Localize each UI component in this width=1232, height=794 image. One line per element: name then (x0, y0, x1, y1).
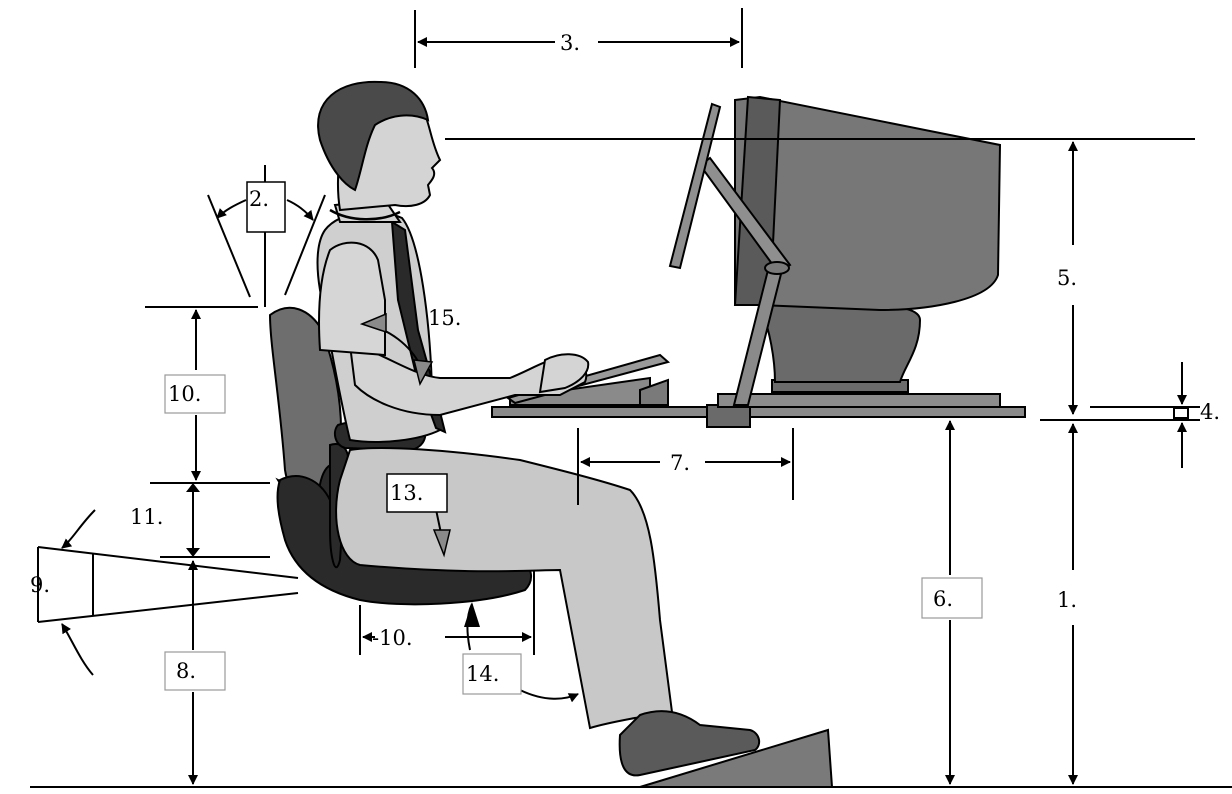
label-1: 1. (1057, 588, 1077, 612)
label-11: 11. (130, 505, 163, 529)
label-6: 6. (933, 587, 953, 611)
label-10: 10. (168, 382, 201, 406)
dimension-8: 8. (165, 561, 225, 784)
dimension-1: 1. (1057, 424, 1077, 784)
dimension-3: 3. (415, 8, 742, 68)
desk-thickness-box (1174, 408, 1188, 418)
dimension-10-vertical: 10. (145, 307, 270, 483)
dimension-4: 4. (1090, 362, 1220, 468)
dimension-11: 11. (130, 483, 270, 557)
dimension-5: 5. (1057, 142, 1077, 414)
label-14: 14. (466, 662, 499, 686)
label-9: 9. (30, 573, 50, 597)
label-7: 7. (670, 451, 690, 475)
dimension-2: 2. (208, 165, 325, 307)
label-2: 2. (249, 187, 269, 211)
dimension-9: 9. (30, 510, 298, 675)
label-3: 3. (560, 31, 580, 55)
dimension-6: 6. (922, 421, 982, 784)
label-4: 4. (1200, 400, 1220, 424)
label-13: 13. (390, 481, 423, 505)
desk (492, 405, 1025, 427)
monitor (718, 97, 1000, 407)
dimension-14: 14. (463, 602, 578, 699)
label-seat-depth: -10. (372, 626, 413, 650)
label-8: 8. (176, 659, 196, 683)
label-15: 15. (428, 306, 461, 330)
label-5: 5. (1057, 266, 1077, 290)
